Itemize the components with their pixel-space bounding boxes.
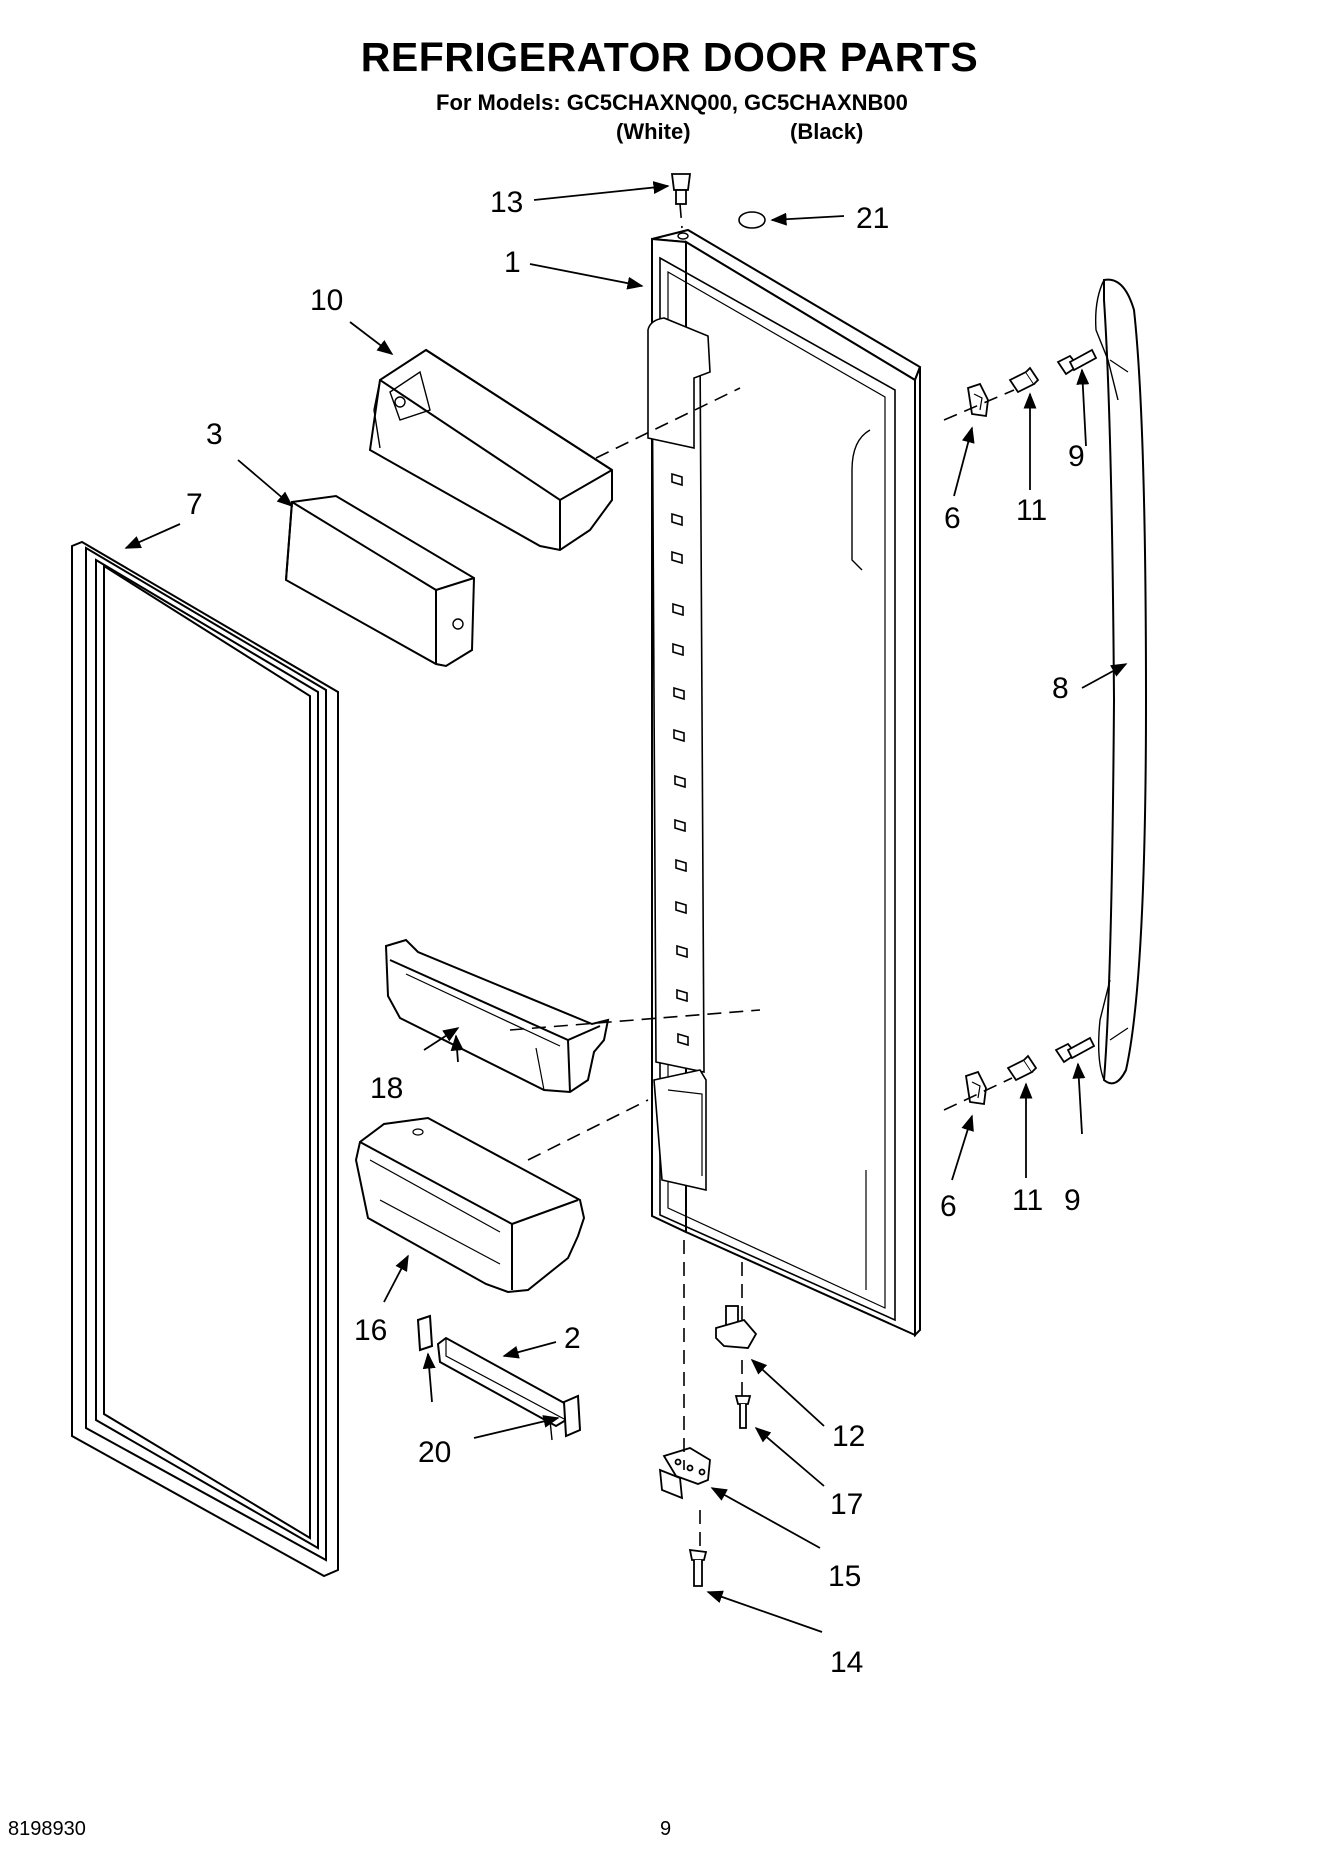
variant-white: (White) [616, 119, 691, 144]
callout-6-lower: 6 [940, 1190, 957, 1223]
bin-cover-part [284, 494, 476, 668]
callout-11-lower: 11 [1012, 1184, 1043, 1217]
page-title: REFRIGERATOR DOOR PARTS [360, 34, 979, 80]
callout-16: 16 [354, 1314, 387, 1347]
leader-arrows [124, 181, 1128, 1633]
clip-upper-part [966, 382, 989, 418]
handle-screw-upper-part [1056, 348, 1098, 376]
callout-11-upper: 11 [1016, 494, 1047, 527]
stud-lower-part [1006, 1054, 1038, 1082]
lower-trim-bracket-part [436, 1336, 567, 1441]
callout-20: 20 [418, 1436, 451, 1469]
callout-14: 14 [830, 1646, 863, 1679]
document-number: 8198930 [8, 1818, 86, 1840]
end-cap-part [416, 1314, 582, 1438]
assembly-lines [509, 203, 1015, 1550]
hinge-pin-bracket-part [715, 1305, 758, 1349]
callout-13: 13 [490, 186, 523, 219]
page-number: 9 [660, 1818, 672, 1840]
dairy-compartment-part [368, 348, 613, 552]
variant-black: (Black) [790, 119, 864, 144]
callout-18: 18 [370, 1072, 403, 1105]
stud-upper-part [1008, 366, 1040, 394]
callout-9-lower: 9 [1064, 1184, 1081, 1217]
handle-part [1094, 278, 1148, 1085]
door-liner-part [647, 228, 922, 1338]
callout-15: 15 [828, 1560, 861, 1593]
callout-6-upper: 6 [944, 502, 961, 535]
hinge-bushing-part [670, 173, 692, 205]
lower-hinge-part [658, 1447, 711, 1500]
hinge-screw-part [688, 1548, 708, 1587]
callout-7: 7 [186, 488, 203, 521]
door-bin-small-part [384, 938, 610, 1094]
callout-2: 2 [564, 1322, 581, 1355]
plug-part [738, 211, 766, 229]
pin-screw-part [734, 1395, 752, 1429]
callout-3: 3 [206, 418, 223, 451]
callout-1: 1 [504, 246, 521, 279]
callout-12: 12 [832, 1420, 865, 1453]
handle-screw-lower-part [1054, 1036, 1096, 1064]
clip-lower-part [964, 1070, 987, 1106]
callout-8: 8 [1052, 672, 1069, 705]
door-bin-large-part [354, 1116, 586, 1294]
callout-10: 10 [310, 284, 343, 317]
callout-21: 21 [856, 202, 889, 235]
models-line: For Models: GC5CHAXNQ00, GC5CHAXNB00 [436, 90, 908, 115]
callout-17: 17 [830, 1488, 863, 1521]
door-gasket-part [71, 540, 339, 1578]
callout-labels: 13 21 1 10 3 7 9 11 6 8 18 6 11 9 16 2 2… [186, 186, 1085, 1679]
callout-9-upper: 9 [1068, 440, 1085, 473]
